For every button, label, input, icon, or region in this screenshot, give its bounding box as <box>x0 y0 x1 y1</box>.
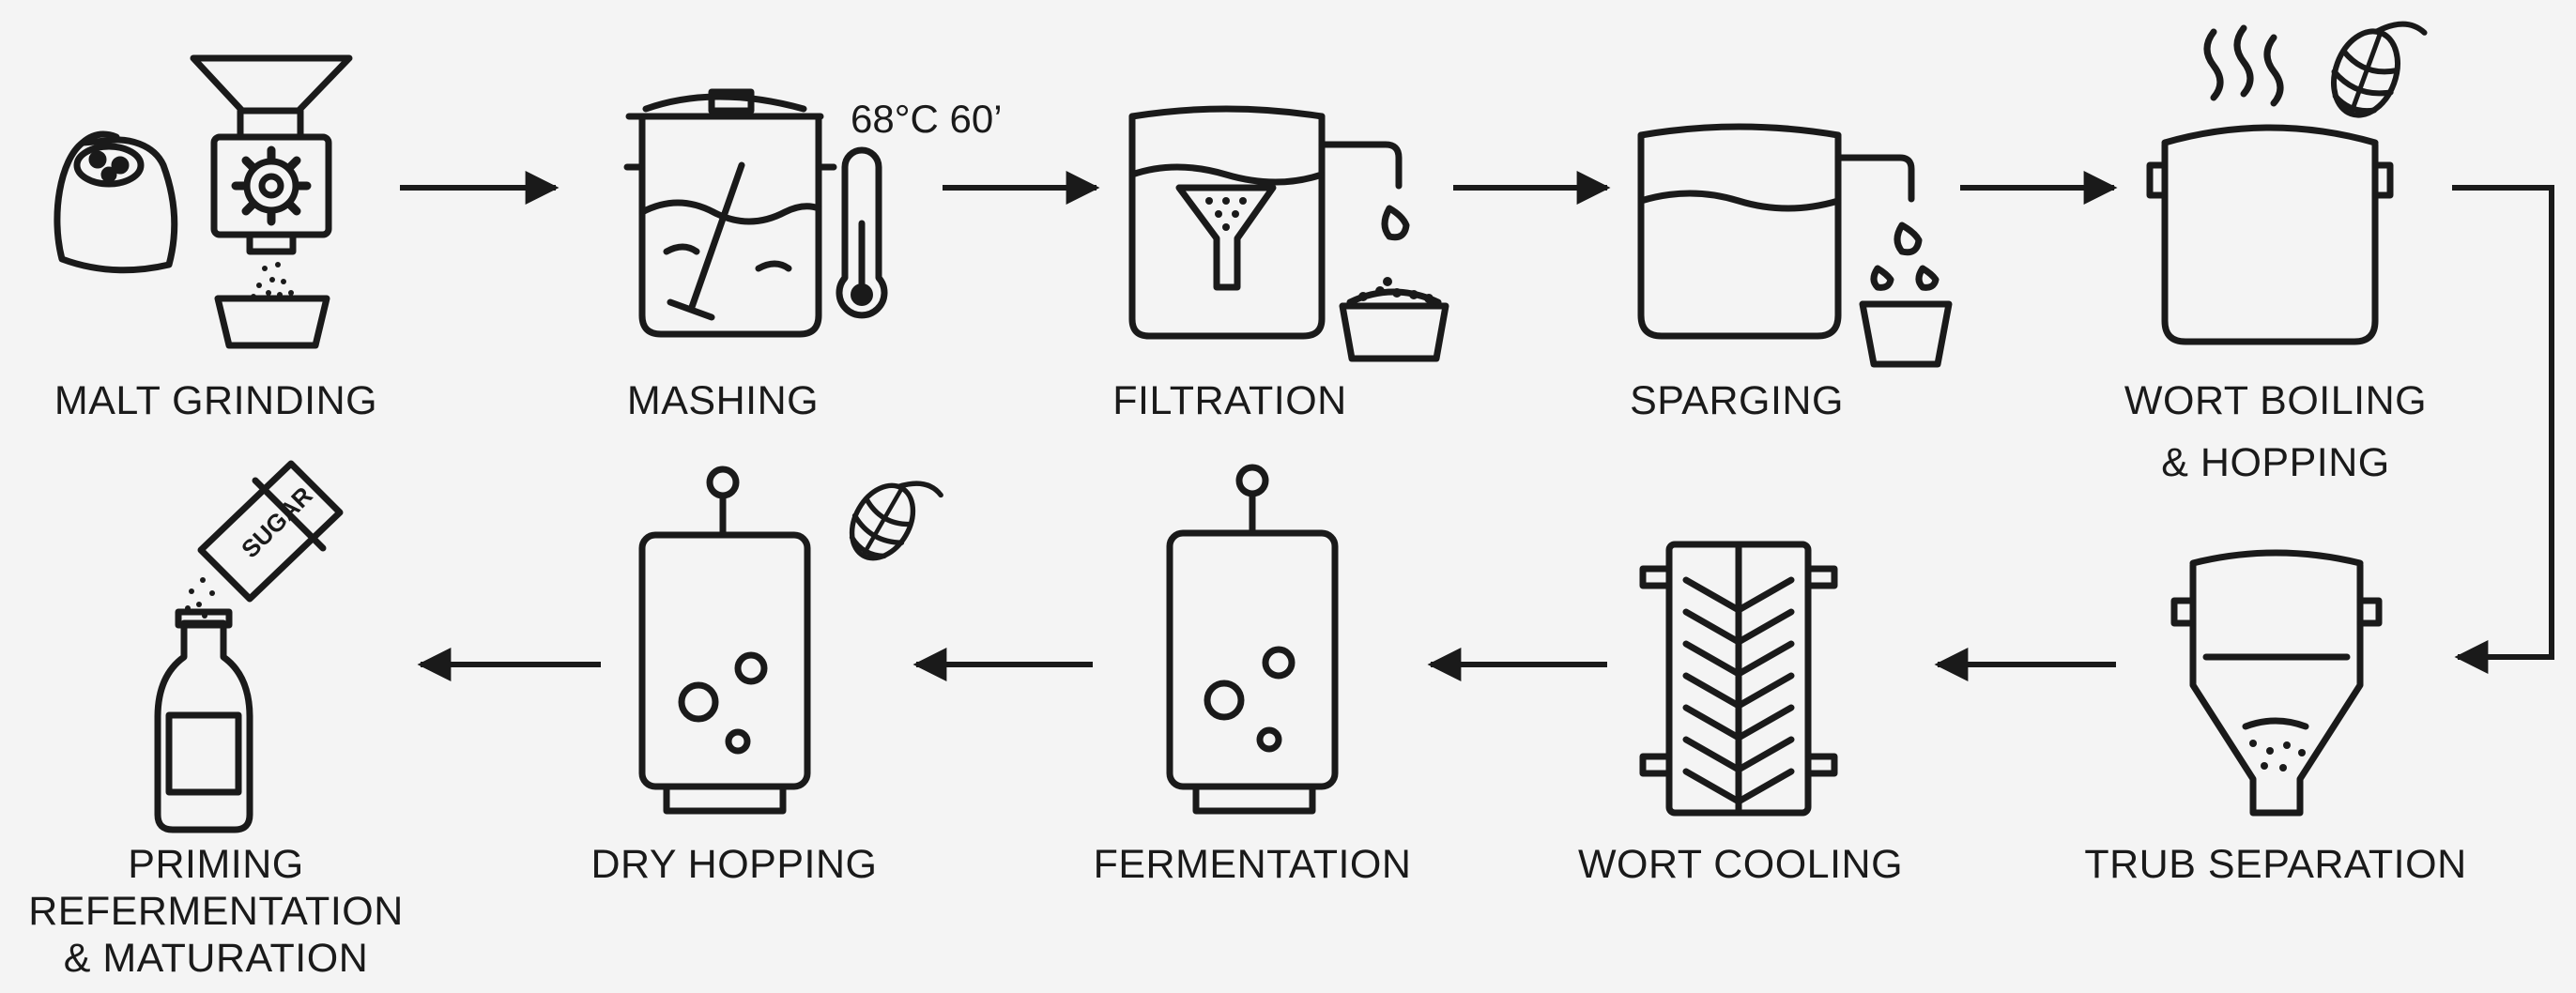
step-label-fermentation: FERMENTATION <box>1055 841 1449 888</box>
step-label-priming-line-1: PRIMING <box>0 841 432 888</box>
step-label-dry-hopping: DRY HOPPING <box>537 841 931 888</box>
step-label-wort-boiling-line-2: & HOPPING <box>2069 439 2482 486</box>
dry-hop-cone-icon <box>839 461 942 574</box>
step-label-priming-line-2: REFERMENTATION <box>0 888 432 935</box>
mashing-conditions: 68°C 60’ <box>851 98 1003 141</box>
hop-cone-icon <box>2323 6 2425 128</box>
bottle-icon <box>158 612 250 830</box>
step-label-wort-boiling: WORT BOILING & HOPPING <box>2069 377 2482 486</box>
spent-grain-bowl-icon <box>1342 277 1446 359</box>
step-label-wort-cooling: WORT COOLING <box>1543 841 1938 888</box>
step-label-mashing: MASHING <box>526 377 920 424</box>
wort-drop-icon <box>1385 208 1406 237</box>
boil-kettle-icon <box>2150 128 2390 342</box>
step-label-sparging: SPARGING <box>1540 377 1934 424</box>
step-label-wort-boiling-line-1: WORT BOILING <box>2069 377 2482 424</box>
sugar-pack-text: SUGAR <box>236 481 318 563</box>
step-label-priming: PRIMING REFERMENTATION & MATURATION <box>0 841 432 982</box>
dry-hop-fermenter-icon <box>642 469 807 811</box>
mash-tun-icon <box>627 92 834 334</box>
malt-sack-icon <box>57 134 175 270</box>
grain-mill-icon <box>193 58 349 345</box>
whirlpool-vessel-icon <box>2174 553 2379 813</box>
step-label-filtration: FILTRATION <box>1033 377 1427 424</box>
filter-funnel-icon <box>1205 197 1247 231</box>
step-label-priming-line-3: & MATURATION <box>0 935 432 982</box>
fermenter-icon <box>1170 467 1335 811</box>
step-label-malt-grinding: MALT GRINDING <box>19 377 413 424</box>
heat-exchanger-icon <box>1643 544 1834 813</box>
step-label-trub-separation: TRUB SEPARATION <box>2050 841 2501 888</box>
grist-particles-icon <box>251 262 294 299</box>
water-drops-icon <box>1863 225 1949 364</box>
steam-icon <box>2207 28 2280 103</box>
thermometer-icon <box>839 150 884 315</box>
